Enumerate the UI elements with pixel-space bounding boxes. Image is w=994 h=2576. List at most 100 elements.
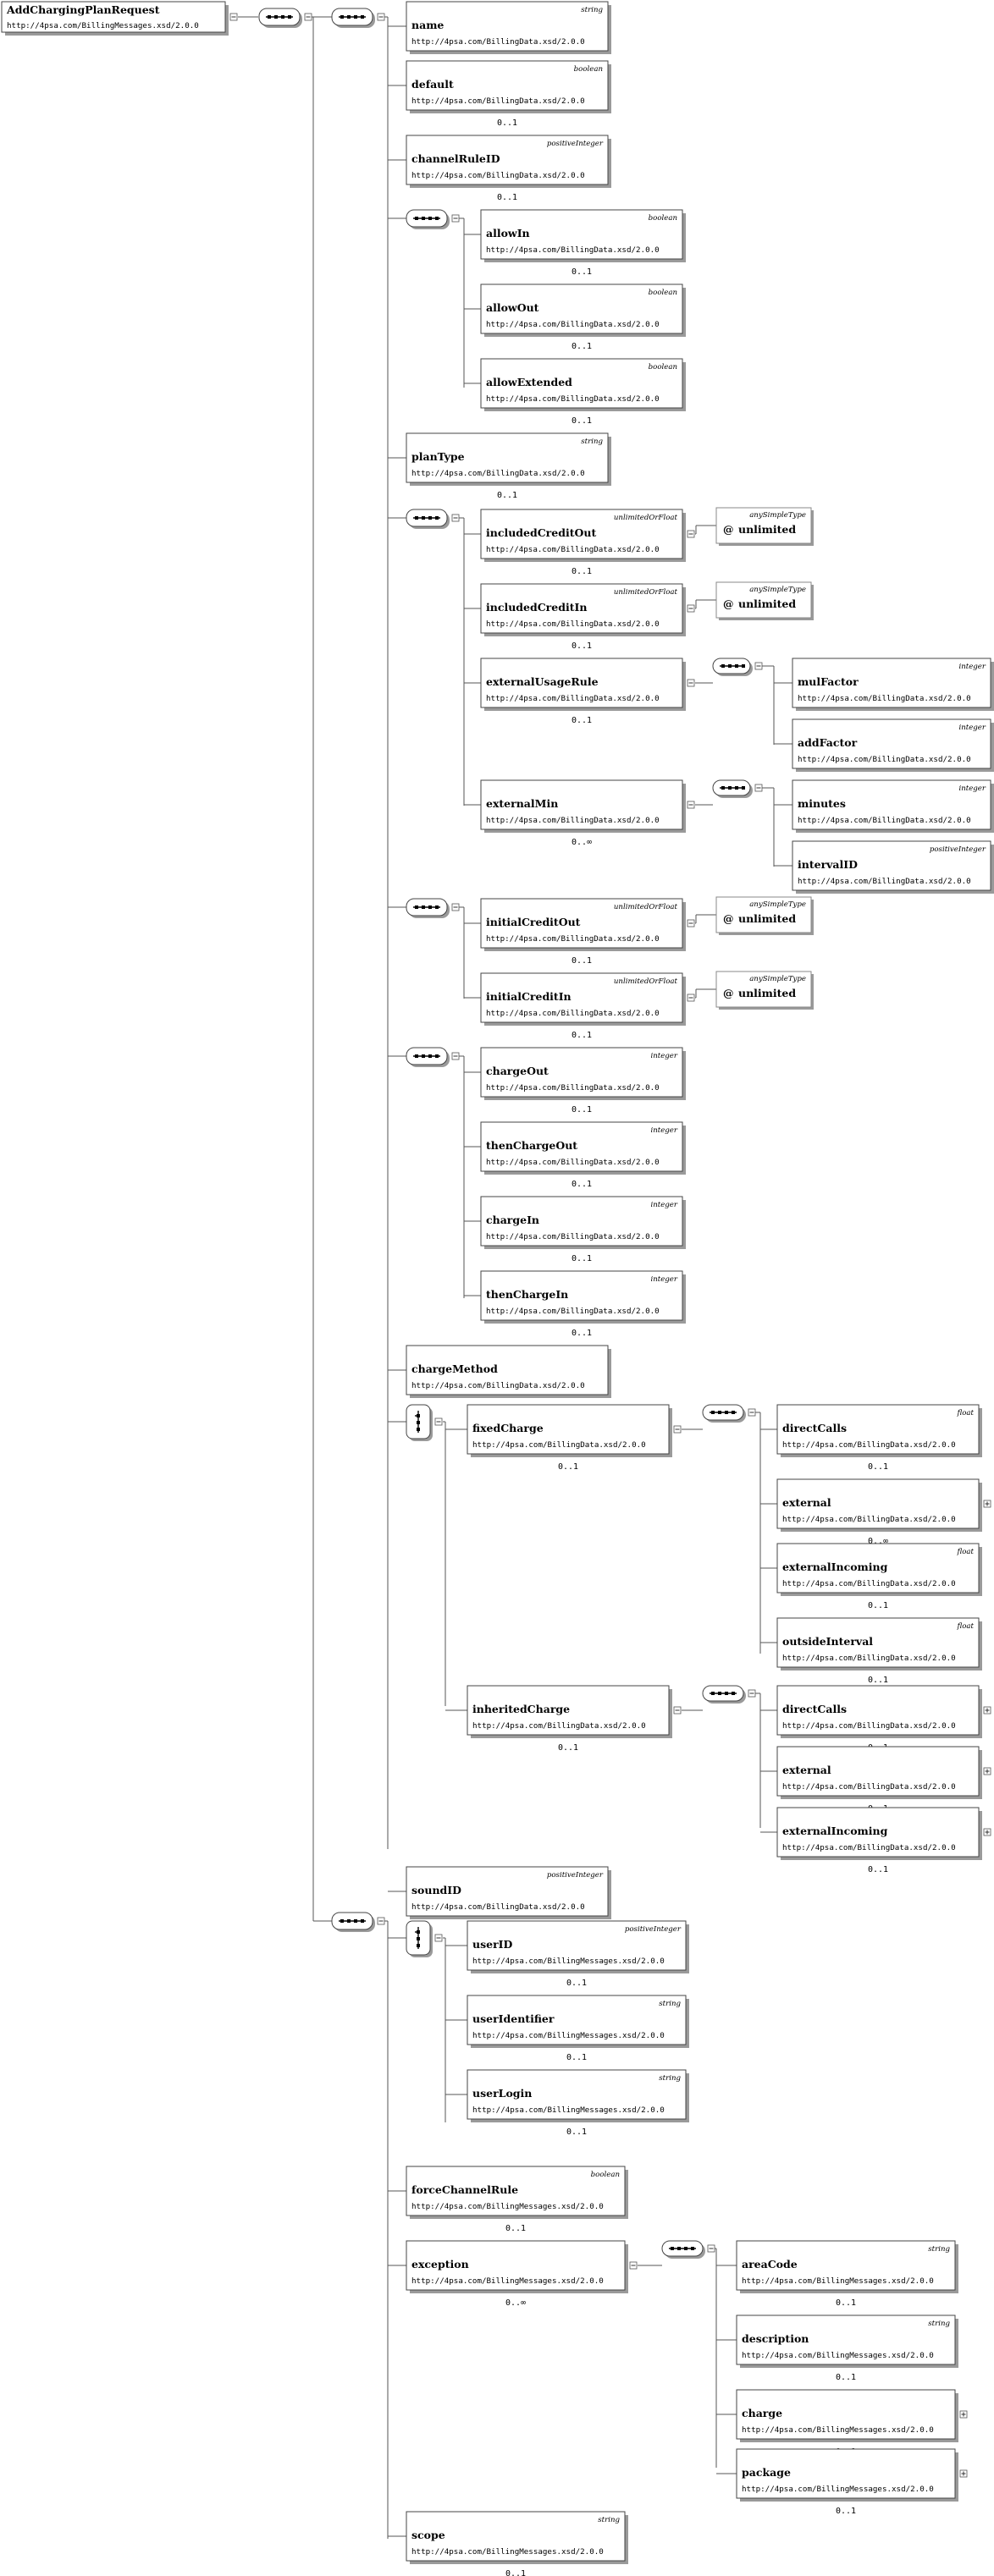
element-then-charge-in[interactable]: integerthenChargeInhttp://4psa.com/Billi…: [480, 1270, 686, 1338]
element-external-min[interactable]: externalMinhttp://4psa.com/BillingData.x…: [480, 779, 686, 847]
sequence-compositor-icon[interactable]: [258, 8, 302, 28]
sequence-compositor-icon[interactable]: [661, 2240, 705, 2259]
collapse-icon[interactable]: [451, 514, 460, 522]
element-name: allowExtended: [486, 376, 572, 388]
sequence-compositor-icon[interactable]: [406, 509, 450, 529]
element-namespace: http://4psa.com/BillingData.xsd/2.0.0: [486, 545, 660, 554]
element-external[interactable]: externalhttp://4psa.com/BillingData.xsd/…: [776, 1478, 982, 1546]
collapse-icon[interactable]: [451, 1052, 460, 1060]
element-force-channel-rule[interactable]: booleanforceChannelRulehttp://4psa.com/B…: [406, 2166, 628, 2233]
element-namespace: http://4psa.com/BillingData.xsd/2.0.0: [486, 320, 660, 329]
attribute-unlimited[interactable]: anySimpleType@unlimited: [715, 896, 814, 935]
collapse-icon[interactable]: [687, 801, 695, 809]
collapse-icon[interactable]: [748, 1408, 756, 1417]
occurrence-label: 0..∞: [505, 2298, 526, 2308]
collapse-icon[interactable]: [629, 2261, 638, 2270]
collapse-icon[interactable]: [377, 13, 385, 21]
element-minutes[interactable]: integerminuteshttp://4psa.com/BillingDat…: [792, 779, 994, 833]
expand-icon[interactable]: [983, 1828, 991, 1836]
collapse-icon[interactable]: [673, 1425, 682, 1434]
element-area-code[interactable]: stringareaCodehttp://4psa.com/BillingMes…: [736, 2240, 958, 2308]
element-direct-calls[interactable]: floatdirectCallshttp://4psa.com/BillingD…: [776, 1404, 982, 1472]
element-allow-in[interactable]: booleanallowInhttp://4psa.com/BillingDat…: [480, 209, 686, 277]
choice-compositor-icon[interactable]: [406, 1404, 433, 1441]
collapse-icon[interactable]: [377, 1917, 385, 1925]
element-add-factor[interactable]: integeraddFactorhttp://4psa.com/BillingD…: [792, 718, 994, 772]
element-name: chargeIn: [486, 1214, 539, 1226]
element-initial-credit-in[interactable]: unlimitedOrFloatinitialCreditInhttp://4p…: [480, 972, 686, 1040]
collapse-icon[interactable]: [687, 919, 695, 927]
sequence-compositor-icon[interactable]: [712, 779, 753, 798]
sequence-compositor-icon[interactable]: [331, 8, 375, 28]
element-external-incoming[interactable]: externalIncominghttp://4psa.com/BillingD…: [776, 1807, 982, 1874]
sequence-compositor-icon[interactable]: [331, 1912, 375, 1932]
collapse-icon[interactable]: [304, 13, 312, 21]
element-namespace: http://4psa.com/BillingData.xsd/2.0.0: [486, 394, 660, 404]
collapse-icon[interactable]: [434, 1417, 443, 1426]
element-sound-id[interactable]: positiveIntegersoundIDhttp://4psa.com/Bi…: [406, 1866, 611, 1934]
element-external[interactable]: externalhttp://4psa.com/BillingData.xsd/…: [776, 1746, 982, 1814]
expand-icon[interactable]: [983, 1500, 991, 1508]
element-user-id[interactable]: positiveIntegeruserIDhttp://4psa.com/Bil…: [467, 1920, 689, 1988]
element-initial-credit-out[interactable]: unlimitedOrFloatinitialCreditOuthttp://4…: [480, 898, 686, 966]
collapse-icon[interactable]: [687, 994, 695, 1002]
element-name: intervalID: [798, 858, 858, 871]
element-allow-out[interactable]: booleanallowOuthttp://4psa.com/BillingDa…: [480, 283, 686, 351]
element-plan-type[interactable]: stringplanTypehttp://4psa.com/BillingDat…: [406, 432, 611, 500]
attribute-unlimited[interactable]: anySimpleType@unlimited: [715, 971, 814, 1010]
root-element-add-charging-plan-request[interactable]: AddChargingPlanRequesthttp://4psa.com/Bi…: [1, 1, 229, 36]
collapse-icon[interactable]: [451, 903, 460, 911]
expand-icon[interactable]: [959, 2410, 968, 2419]
element-charge-in[interactable]: integerchargeInhttp://4psa.com/BillingDa…: [480, 1196, 686, 1263]
expand-icon[interactable]: [959, 2469, 968, 2478]
attribute-type: anySimpleType: [749, 586, 806, 594]
element-charge-method[interactable]: chargeMethodhttp://4psa.com/BillingData.…: [406, 1345, 611, 1398]
attribute-unlimited[interactable]: anySimpleType@unlimited: [715, 507, 814, 546]
element-package[interactable]: packagehttp://4psa.com/BillingMessages.x…: [736, 2448, 958, 2516]
collapse-icon[interactable]: [687, 604, 695, 613]
collapse-icon[interactable]: [434, 1934, 443, 1942]
collapse-icon[interactable]: [754, 784, 763, 792]
element-scope[interactable]: stringscopehttp://4psa.com/BillingMessag…: [406, 2511, 628, 2576]
element-exception[interactable]: exceptionhttp://4psa.com/BillingMessages…: [406, 2240, 628, 2308]
element-name: thenChargeOut: [486, 1139, 577, 1152]
sequence-compositor-icon[interactable]: [702, 1685, 746, 1704]
collapse-icon[interactable]: [687, 530, 695, 538]
element-included-credit-in[interactable]: unlimitedOrFloatincludedCreditInhttp://4…: [480, 583, 686, 651]
sequence-compositor-icon[interactable]: [406, 1047, 450, 1067]
element-included-credit-out[interactable]: unlimitedOrFloatincludedCreditOuthttp://…: [480, 509, 686, 576]
expand-icon[interactable]: [983, 1706, 991, 1715]
choice-compositor-icon[interactable]: [406, 1920, 433, 1957]
element-name[interactable]: stringnamehttp://4psa.com/BillingData.xs…: [406, 1, 611, 54]
element-mul-factor[interactable]: integermulFactorhttp://4psa.com/BillingD…: [792, 658, 994, 711]
sequence-compositor-icon[interactable]: [712, 658, 753, 676]
collapse-icon[interactable]: [229, 13, 238, 21]
collapse-icon[interactable]: [748, 1689, 756, 1698]
element-inherited-charge[interactable]: inheritedChargehttp://4psa.com/BillingDa…: [467, 1685, 672, 1753]
collapse-icon[interactable]: [687, 679, 695, 687]
attribute-unlimited[interactable]: anySimpleType@unlimited: [715, 581, 814, 620]
element-interval-id[interactable]: positiveIntegerintervalIDhttp://4psa.com…: [792, 840, 994, 894]
element-user-identifier[interactable]: stringuserIdentifierhttp://4psa.com/Bill…: [467, 1995, 689, 2062]
element-fixed-charge[interactable]: fixedChargehttp://4psa.com/BillingData.x…: [467, 1404, 672, 1472]
element-direct-calls[interactable]: directCallshttp://4psa.com/BillingData.x…: [776, 1685, 982, 1753]
expand-icon[interactable]: [983, 1767, 991, 1775]
element-channel-rule-id[interactable]: positiveIntegerchannelRuleIDhttp://4psa.…: [406, 135, 611, 202]
collapse-icon[interactable]: [754, 662, 763, 670]
collapse-icon[interactable]: [707, 2244, 715, 2253]
element-charge-out[interactable]: integerchargeOuthttp://4psa.com/BillingD…: [480, 1047, 686, 1115]
element-allow-extended[interactable]: booleanallowExtendedhttp://4psa.com/Bill…: [480, 358, 686, 426]
collapse-icon[interactable]: [673, 1706, 682, 1715]
element-external-usage-rule[interactable]: externalUsageRulehttp://4psa.com/Billing…: [480, 658, 686, 725]
element-outside-interval[interactable]: floatoutsideIntervalhttp://4psa.com/Bill…: [776, 1617, 982, 1685]
sequence-compositor-icon[interactable]: [406, 898, 450, 918]
element-charge[interactable]: chargehttp://4psa.com/BillingMessages.xs…: [736, 2389, 958, 2457]
element-description[interactable]: stringdescriptionhttp://4psa.com/Billing…: [736, 2315, 958, 2382]
sequence-compositor-icon[interactable]: [702, 1404, 746, 1423]
collapse-icon[interactable]: [451, 214, 460, 223]
element-default[interactable]: booleandefaulthttp://4psa.com/BillingDat…: [406, 60, 611, 128]
element-then-charge-out[interactable]: integerthenChargeOuthttp://4psa.com/Bill…: [480, 1121, 686, 1189]
sequence-compositor-icon[interactable]: [406, 209, 450, 229]
element-external-incoming[interactable]: floatexternalIncominghttp://4psa.com/Bil…: [776, 1543, 982, 1610]
element-user-login[interactable]: stringuserLoginhttp://4psa.com/BillingMe…: [467, 2069, 689, 2137]
